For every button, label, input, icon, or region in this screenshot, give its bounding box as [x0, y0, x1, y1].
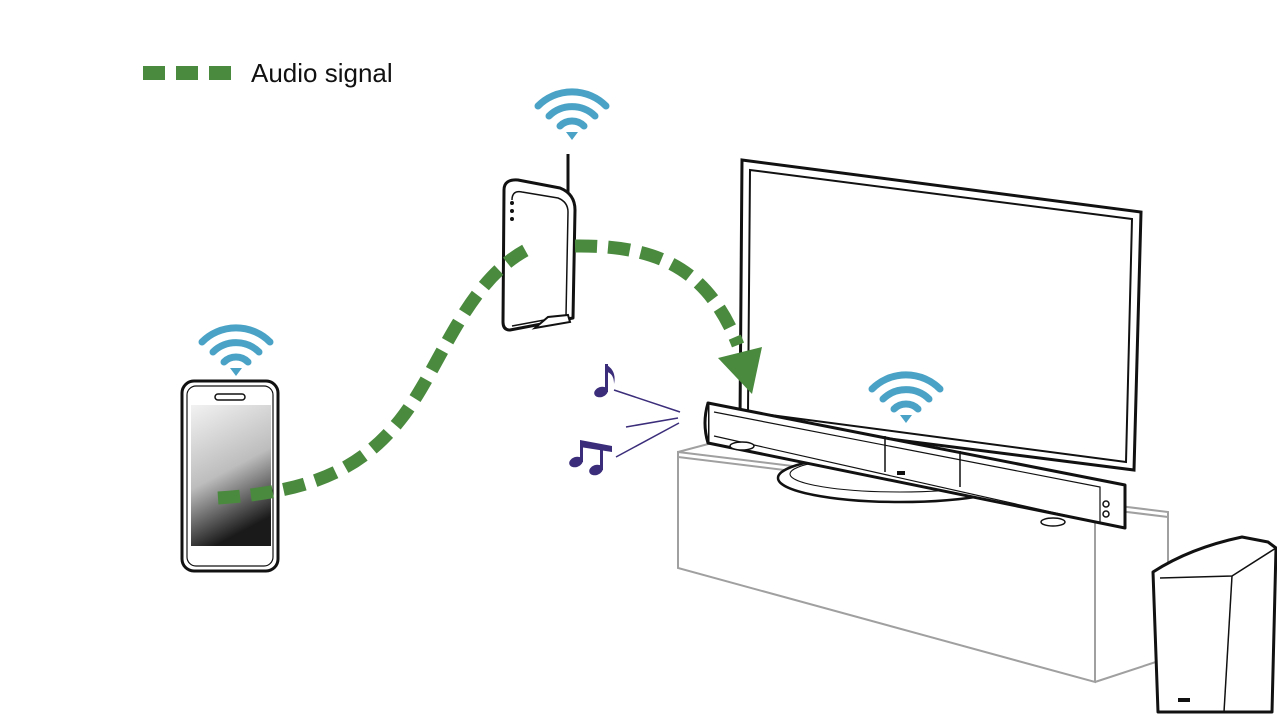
beamed-music-notes-icon — [569, 440, 612, 476]
subwoofer — [1151, 535, 1277, 714]
wifi-icon — [538, 92, 606, 140]
legend: Audio signal — [143, 58, 393, 88]
wifi-icon — [202, 328, 270, 376]
phone-screen — [191, 405, 271, 546]
smartphone — [180, 379, 280, 573]
sound-bar — [703, 401, 1127, 530]
music-note-icon — [594, 364, 615, 398]
sound-waves — [613, 389, 681, 458]
audio-signal-path — [217, 242, 534, 505]
phone-speaker — [214, 393, 246, 401]
legend-label: Audio signal — [251, 58, 393, 88]
audio-signal-path — [574, 239, 745, 348]
signal-arrowhead — [718, 347, 762, 394]
wireless-router — [501, 154, 577, 332]
tv-screen — [746, 168, 1134, 464]
